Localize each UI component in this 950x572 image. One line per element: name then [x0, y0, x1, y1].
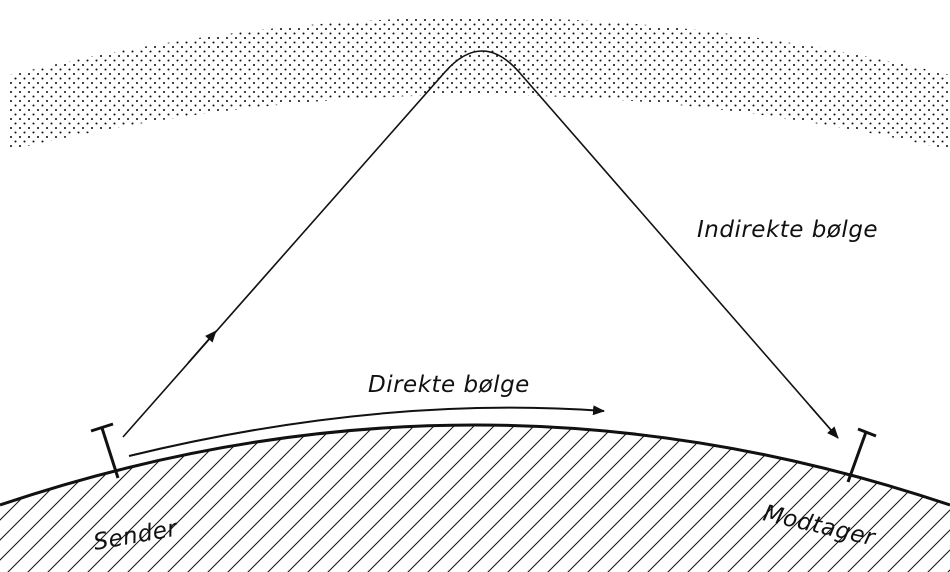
ionosphere-layer — [10, 18, 950, 151]
direct-wave-label: Direkte bølge — [368, 372, 530, 398]
indirect-wave-label: Indirekte bølge — [697, 217, 878, 243]
indirect-wave-arrow-up — [188, 331, 216, 363]
sender-antenna — [91, 424, 118, 478]
indirect-wave-arrow-down — [810, 406, 838, 438]
receiver-antenna — [848, 429, 876, 482]
